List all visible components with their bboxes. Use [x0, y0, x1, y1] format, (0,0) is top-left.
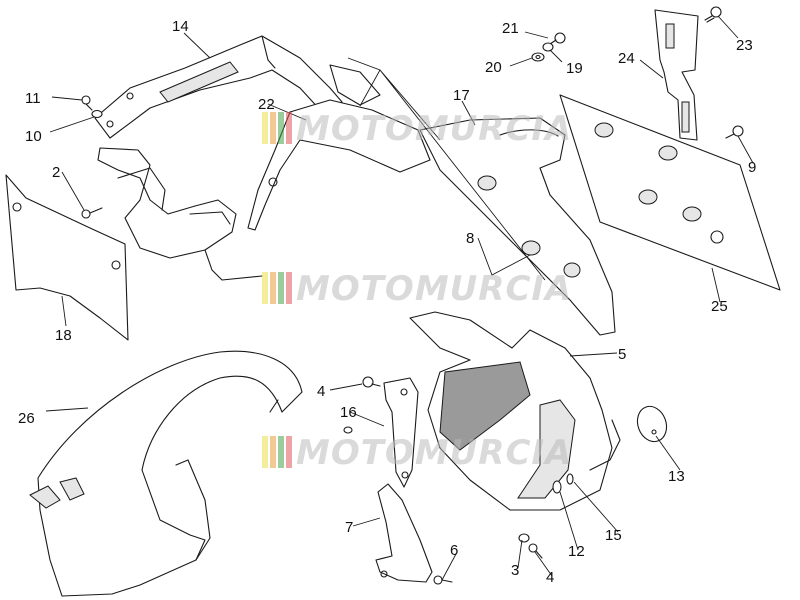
watermark-1: MOTOMURCIA [262, 109, 572, 149]
screws-and-washers [81, 6, 744, 219]
part-9-screw-icon [725, 125, 744, 139]
callout-19: 19 [566, 60, 583, 77]
callout-11: 11 [25, 90, 41, 107]
callout-4: 4 [317, 383, 325, 400]
leader-lines [45, 15, 754, 581]
part-7-lower-bracket [375, 483, 453, 585]
part-12-washer-icon [552, 480, 562, 494]
part-3-washer-icon [518, 533, 530, 543]
callout-18: 18 [55, 327, 72, 344]
callout-22: 22 [258, 96, 275, 113]
part-4-screw-icon [362, 376, 381, 388]
watermark-2: MOTOMURCIA [262, 269, 572, 309]
callout-15: 15 [605, 527, 622, 544]
callout-26: 26 [18, 410, 35, 427]
part-16-bracket [343, 376, 419, 488]
part-4b-screw-icon [528, 543, 543, 559]
callout-17: 17 [453, 87, 470, 104]
callout-3: 3 [511, 562, 519, 579]
callout-20: 20 [485, 59, 502, 76]
callout-8: 8 [466, 230, 474, 247]
part-11-screw-icon [81, 95, 93, 111]
callout-9: 9 [748, 159, 756, 176]
part-22-rear-frame [247, 64, 431, 231]
part-18-inner-panel [5, 174, 129, 341]
svg-text:MOTOMURCIA: MOTOMURCIA [296, 269, 572, 309]
part-13-reflector [636, 405, 668, 443]
callout-12: 12 [568, 543, 585, 560]
callout-7: 7 [345, 519, 353, 536]
callout-4b: 4 [546, 569, 554, 586]
callout-16: 16 [340, 404, 357, 421]
callout-14: 14 [172, 18, 189, 35]
callout-5: 5 [618, 346, 626, 363]
part-25-license-plate [559, 94, 781, 291]
part-19-washer-icon [542, 42, 554, 52]
callout-10: 10 [25, 128, 42, 145]
callout-25: 25 [711, 298, 728, 315]
part-26-rear-fender [29, 350, 303, 597]
callout-13: 13 [668, 468, 685, 485]
part-20-washer-icon [531, 52, 545, 62]
callout-6: 6 [450, 542, 458, 559]
watermark-3: MOTOMURCIA [262, 433, 572, 473]
callout-2: 2 [52, 164, 60, 181]
svg-text:MOTOMURCIA: MOTOMURCIA [296, 433, 572, 473]
callout-labels: 14 21 24 23 11 20 19 10 22 17 9 2 8 25 1… [18, 18, 756, 586]
callout-23: 23 [736, 37, 753, 54]
svg-text:MOTOMURCIA: MOTOMURCIA [296, 109, 572, 149]
part-10-washer-icon [91, 109, 103, 119]
part-2-screw-icon [81, 207, 103, 219]
callout-24: 24 [618, 50, 635, 67]
part-24-plate-bracket [654, 9, 699, 141]
part-15-washer-icon [566, 473, 574, 485]
part-23-screw-icon [704, 6, 722, 23]
lower-hardware [518, 533, 543, 559]
part-5-front-mudguard [409, 311, 621, 511]
watermark: MOTOMURCIA MOTOMURCIA MOTOMURCIA [262, 109, 572, 473]
callout-21: 21 [502, 20, 519, 37]
part-17-rear-cover [419, 117, 616, 336]
tail-light-housing [97, 147, 263, 281]
part-21-screw-icon [549, 32, 566, 45]
